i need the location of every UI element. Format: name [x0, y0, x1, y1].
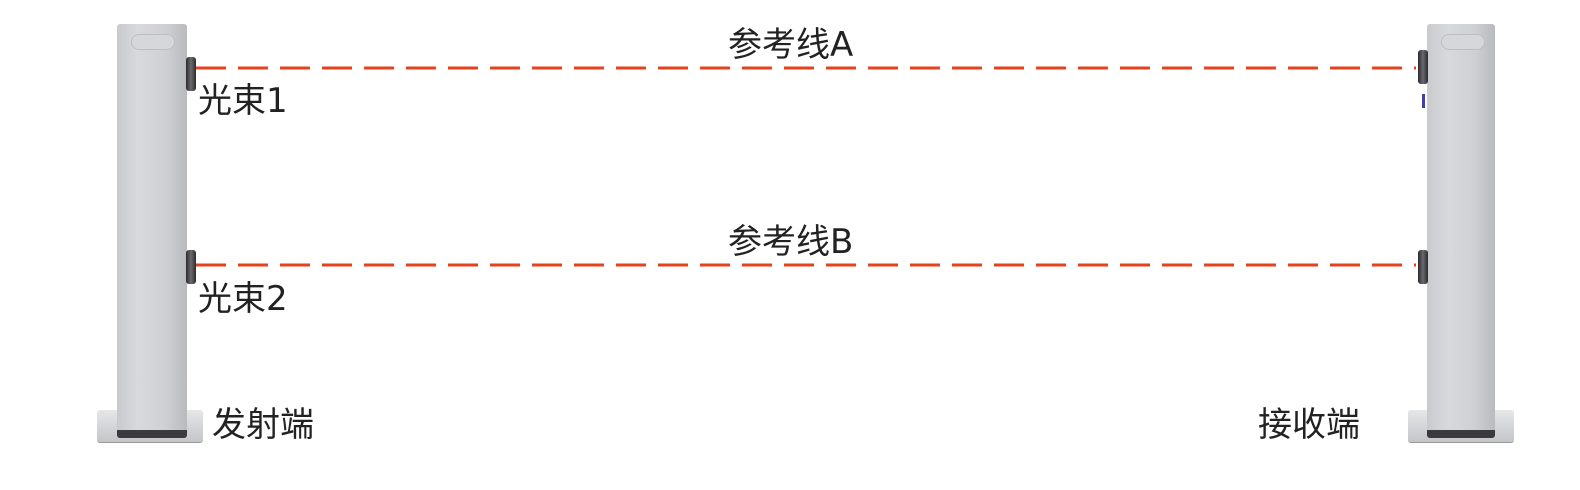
reference-line-b-label: 参考线B	[728, 222, 854, 262]
emitter-post	[117, 24, 187, 438]
beam-1-label: 光束1	[198, 81, 288, 121]
receiver-label: 接收端	[1258, 405, 1360, 445]
beam-2-label: 光束2	[198, 279, 288, 319]
emitter-label: 发射端	[212, 405, 314, 445]
receiver-sensor-1	[1418, 50, 1428, 84]
emitter-sensor-2	[186, 250, 196, 284]
reference-line-a-label: 参考线A	[728, 25, 854, 65]
receiver-post	[1427, 24, 1495, 438]
emitter-sensor-1	[186, 57, 196, 91]
receiver-indicator	[1422, 94, 1425, 108]
receiver-sensor-2	[1418, 250, 1428, 284]
